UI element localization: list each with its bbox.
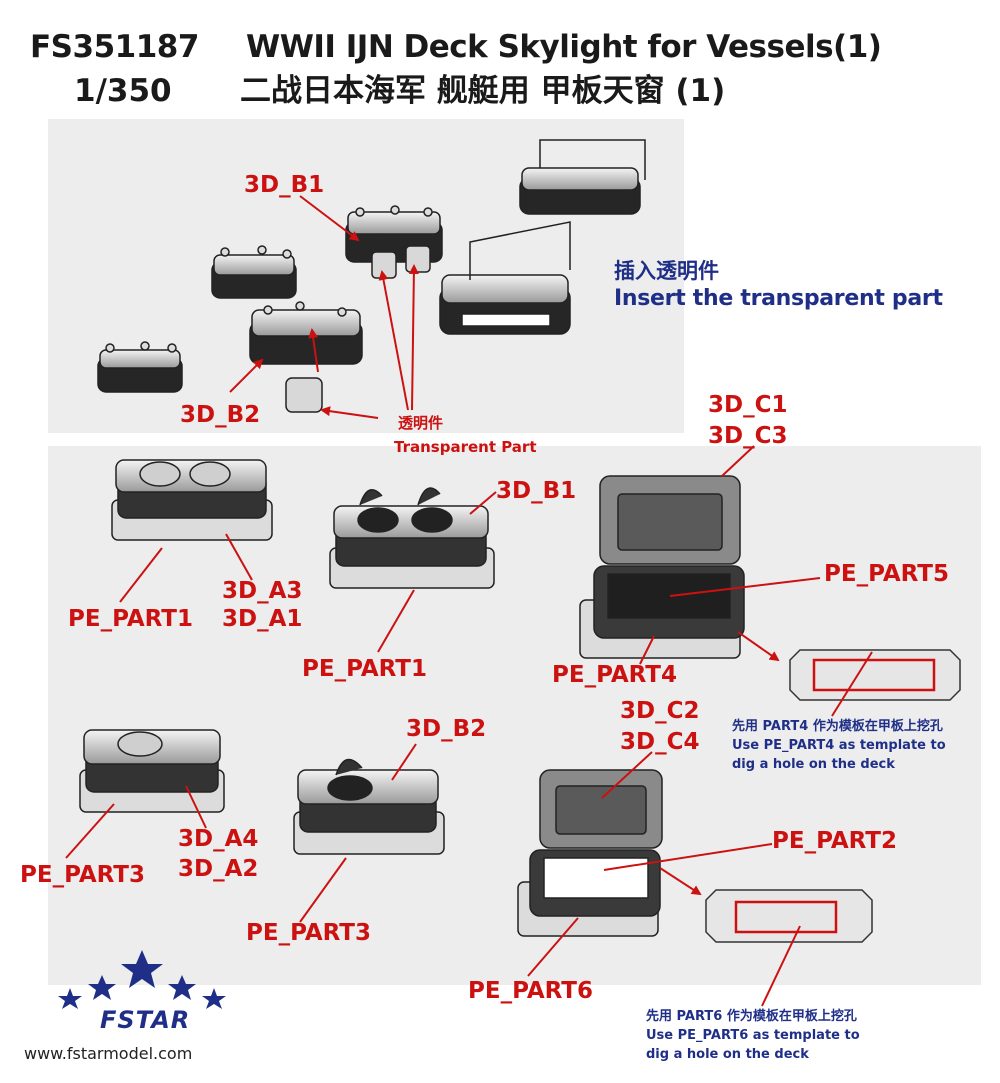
label-pe-part2: PE_PART2 — [772, 828, 897, 854]
label-3d-c1: 3D_C1 — [708, 392, 788, 418]
leader-a3 — [225, 533, 253, 581]
leader-c1 — [721, 445, 755, 477]
label-3d-b2-bottom: 3D_B2 — [406, 716, 487, 742]
label-3d-a1: 3D_A1 — [222, 606, 303, 632]
label-3d-c2: 3D_C2 — [620, 698, 700, 724]
leader-note2 — [761, 925, 801, 1007]
leader-transparent-1 — [378, 270, 409, 411]
brand-stars-logo — [58, 950, 226, 1009]
label-pe-part3-mid: PE_PART3 — [246, 920, 371, 946]
leader-note1 — [831, 651, 873, 717]
pe-template-part4 — [789, 649, 961, 701]
pe-template-part6 — [705, 889, 873, 943]
note-part4-en-2: dig a hole on the deck — [732, 757, 895, 772]
leader-pe4 — [639, 635, 655, 665]
label-3d-b2-top: 3D_B2 — [180, 402, 261, 428]
skylight-model-top-left — [211, 245, 297, 299]
leader-pe6 — [527, 917, 579, 977]
leader-pe5 — [669, 577, 821, 597]
note-part6-en-1: Use PE_PART6 as template to — [646, 1028, 860, 1043]
leader-b1-bottom — [469, 491, 497, 515]
leader-pe3-mid — [299, 857, 347, 923]
label-pe-part5: PE_PART5 — [824, 561, 949, 587]
skylight-model-b2-top — [249, 301, 363, 413]
leader-b2-bottom — [391, 743, 417, 781]
leader-pe2 — [603, 843, 773, 871]
skylight-model-b1-open — [329, 487, 495, 589]
insert-transparent-en: Insert the transparent part — [614, 286, 943, 311]
label-3d-b1-top: 3D_B1 — [244, 172, 325, 198]
brand-name: FSTAR — [100, 1006, 191, 1034]
leader-b2-top — [229, 358, 264, 393]
skylight-model-a4-a2 — [79, 729, 225, 813]
leader-transparent-2 — [408, 264, 419, 411]
leader-pe1-left — [119, 547, 163, 603]
transparent-part-cn: 透明件 — [398, 414, 444, 432]
insert-transparent-cn: 插入透明件 — [614, 259, 719, 283]
label-pe-part3-left: PE_PART3 — [20, 862, 145, 888]
skylight-model-b1-top — [345, 205, 443, 279]
note-part6-en-2: dig a hole on the deck — [646, 1047, 809, 1062]
leader-a4 — [185, 785, 207, 829]
leader-b1-top — [299, 195, 360, 242]
label-pe-part4: PE_PART4 — [552, 662, 677, 688]
leader-pe3-left — [65, 803, 115, 859]
label-3d-a2: 3D_A2 — [178, 856, 259, 882]
skylight-model-c1-c3 — [579, 475, 745, 659]
leader-c2 — [601, 751, 653, 799]
label-3d-c4: 3D_C4 — [620, 729, 700, 755]
skylight-model-c2-c4 — [517, 769, 663, 937]
skylight-model-a3-a1 — [111, 459, 273, 541]
transparent-part-en: Transparent Part — [394, 438, 537, 456]
label-3d-a3: 3D_A3 — [222, 578, 303, 604]
title-chinese: 二战日本海军 舰艇用 甲板天窗 (1) — [240, 73, 726, 109]
label-3d-b1-bottom: 3D_B1 — [496, 478, 577, 504]
arrow-to-part4-template — [737, 631, 780, 662]
product-code: FS351187 — [30, 29, 199, 65]
skylight-model-open-frame-right — [439, 221, 571, 335]
label-3d-c3: 3D_C3 — [708, 423, 788, 449]
skylight-model-small-left — [97, 341, 183, 393]
label-pe-part1-left: PE_PART1 — [68, 606, 193, 632]
leader-transparent-4 — [308, 328, 319, 373]
arrow-to-part6-template — [659, 867, 702, 896]
product-scale: 1/350 — [74, 73, 172, 109]
note-part4-en-1: Use PE_PART4 as template to — [732, 738, 946, 753]
label-pe-part6: PE_PART6 — [468, 978, 593, 1004]
title-english: WWII IJN Deck Skylight for Vessels(1) — [246, 29, 882, 65]
leader-transparent-3 — [320, 406, 379, 419]
website-link[interactable]: www.fstarmodel.com — [24, 1044, 193, 1063]
note-part4-cn: 先用 PART4 作为模板在甲板上挖孔 — [732, 719, 943, 734]
note-part6-cn: 先用 PART6 作为模板在甲板上挖孔 — [646, 1009, 857, 1024]
skylight-model-open-frame-top-right — [519, 139, 646, 215]
skylight-model-b2-open — [293, 758, 445, 855]
leader-pe1-mid — [377, 589, 415, 653]
label-pe-part1-mid: PE_PART1 — [302, 656, 427, 682]
label-3d-a4: 3D_A4 — [178, 826, 259, 852]
